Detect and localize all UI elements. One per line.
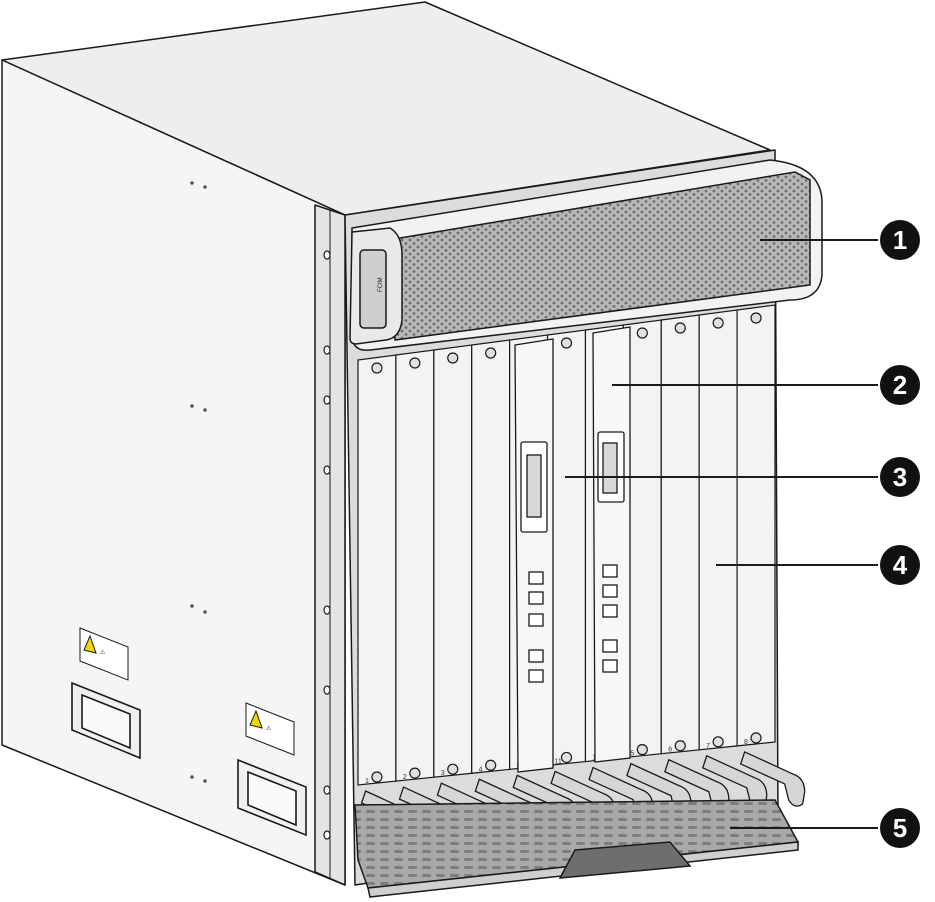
slot-screw-bottom <box>750 732 762 744</box>
slot-panel <box>433 344 473 778</box>
slot-number: 11 <box>555 758 562 765</box>
slot-screw-bottom <box>371 771 383 783</box>
slot-number: 4 <box>479 766 483 773</box>
svg-text:⚠: ⚠ <box>100 649 106 656</box>
slot-panel <box>698 309 738 751</box>
brand-text: FCIM <box>378 277 384 292</box>
slot-screw-bottom <box>636 744 648 756</box>
svg-text:5: 5 <box>893 813 907 843</box>
slot-screw-top <box>371 362 383 374</box>
slot-screw-top <box>485 347 497 359</box>
callout-5: 5 <box>880 808 920 848</box>
slot-panel <box>660 314 700 755</box>
slot-number: 6 <box>668 747 672 754</box>
ejector-lever <box>739 751 806 807</box>
cable-tray <box>354 799 800 898</box>
control-board-b <box>592 326 631 763</box>
slot-screw-bottom <box>485 759 497 771</box>
slot-number: 2 <box>403 774 407 781</box>
slot-panel <box>395 349 435 782</box>
slot-screw-top <box>712 317 724 329</box>
slot-screw-top <box>674 322 686 334</box>
slot-screw-top <box>636 327 648 339</box>
slot-panel <box>471 339 511 774</box>
svg-text:1: 1 <box>893 225 907 255</box>
callout-1: 1 <box>880 220 920 260</box>
warning-label-1: ⚠ <box>79 627 129 681</box>
slot-panel <box>357 354 397 786</box>
slot-screw-top <box>750 312 762 324</box>
fan-tray: FCIM <box>349 159 823 351</box>
svg-text:2: 2 <box>893 370 907 400</box>
side-handles <box>71 681 307 837</box>
slot-number: 5 <box>630 751 634 758</box>
warning-label-2: ⚠ <box>245 702 295 756</box>
slot-number: 7 <box>706 743 710 750</box>
slot-screw-top <box>409 357 421 369</box>
slot-screw-bottom <box>560 751 573 764</box>
slot-screw-top <box>447 352 459 364</box>
control-board-a <box>514 338 554 773</box>
svg-text:3: 3 <box>893 462 907 492</box>
slot-screw-bottom <box>447 763 459 775</box>
slot-number: 8 <box>744 739 748 746</box>
slot-number: 3 <box>441 770 445 777</box>
svg-text:4: 4 <box>893 550 908 580</box>
callout-4: 4 <box>880 545 920 585</box>
flange-holes <box>323 250 331 840</box>
slot-screw-bottom <box>674 740 686 752</box>
callout-3: 3 <box>880 457 920 497</box>
callout-2: 2 <box>880 365 920 405</box>
slot-screw-top <box>560 337 573 349</box>
slot-screw-bottom <box>712 736 724 748</box>
side-vent-dots <box>190 181 207 783</box>
slot-panel <box>736 304 776 747</box>
card-slots: 1234811105678 <box>357 304 776 786</box>
slot-number: 1 <box>365 778 369 785</box>
slot-screw-bottom <box>409 767 421 779</box>
leader-lines <box>565 239 878 829</box>
svg-text:⚠: ⚠ <box>266 725 272 732</box>
